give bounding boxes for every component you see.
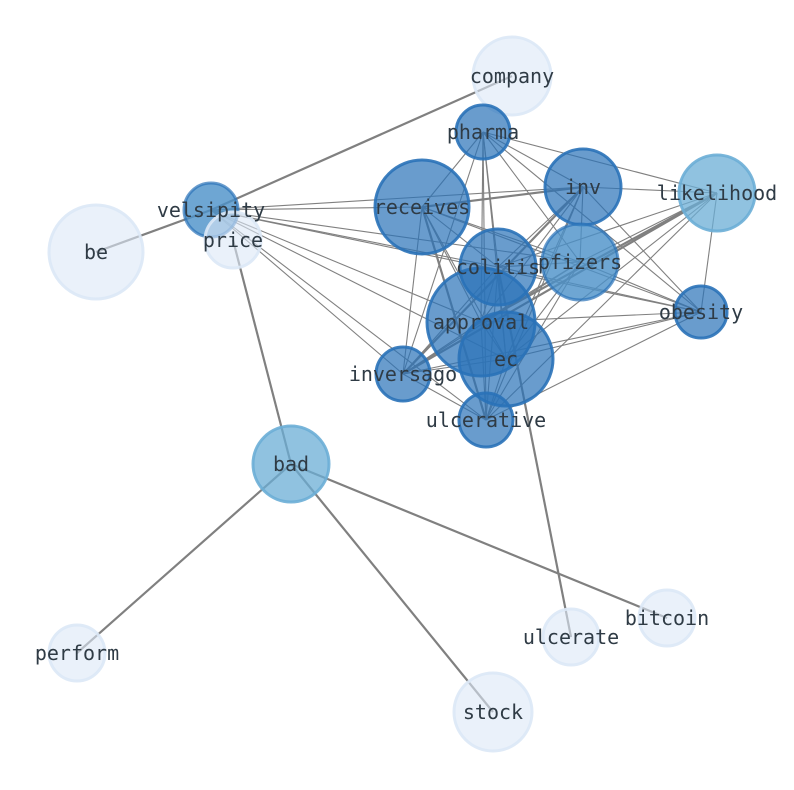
node-label-inversago: inversago bbox=[349, 362, 457, 386]
node-label-price: price bbox=[203, 228, 263, 252]
node-likelihood bbox=[677, 153, 757, 233]
node-label-velsipity: velsipity bbox=[157, 198, 265, 222]
node-label-inv: inv bbox=[565, 175, 601, 199]
nodes-layer bbox=[47, 35, 757, 753]
node-label-obesity: obesity bbox=[659, 300, 743, 324]
node-label-receives: receives bbox=[374, 195, 470, 219]
node-label-ulcerate: ulcerate bbox=[523, 625, 619, 649]
edge-company-velsipity bbox=[210, 74, 513, 212]
edge-bad-bitcoin bbox=[290, 462, 668, 620]
node-label-be: be bbox=[84, 240, 108, 264]
node-label-perform: perform bbox=[35, 641, 119, 665]
node-bitcoin bbox=[637, 588, 697, 648]
node-company bbox=[471, 35, 553, 117]
labels-layer: company pharma inv likelihood receives velsip… bbox=[35, 64, 777, 724]
node-bad bbox=[251, 424, 331, 504]
node-receives bbox=[373, 158, 471, 256]
edge-velsipity-obesity bbox=[210, 209, 702, 313]
node-perform bbox=[47, 623, 107, 683]
node-label-pfizers: pfizers bbox=[538, 250, 622, 274]
node-label-approval: approval bbox=[433, 310, 529, 334]
node-label-bad: bad bbox=[273, 452, 309, 476]
node-price bbox=[203, 210, 263, 270]
node-label-pharma: pharma bbox=[447, 120, 519, 144]
node-label-likelihood: likelihood bbox=[657, 181, 777, 205]
node-pharma bbox=[454, 103, 512, 161]
node-label-company: company bbox=[470, 64, 554, 88]
node-label-bitcoin: bitcoin bbox=[625, 606, 709, 630]
node-pfizers bbox=[540, 222, 620, 302]
node-ulcerate bbox=[541, 607, 601, 667]
node-label-colitis: colitis bbox=[456, 255, 540, 279]
node-obesity bbox=[673, 284, 729, 340]
node-label-ulcerative: ulcerative bbox=[426, 408, 546, 432]
node-label-ec: ec bbox=[494, 347, 518, 371]
node-inversago bbox=[374, 345, 432, 403]
node-be bbox=[47, 203, 145, 301]
node-ulcerative bbox=[457, 391, 515, 449]
node-stock bbox=[452, 671, 534, 753]
edge-bad-perform bbox=[76, 463, 292, 654]
edge-pharma-inversago bbox=[402, 131, 484, 375]
node-label-stock: stock bbox=[463, 700, 523, 724]
edge-bad-stock bbox=[290, 463, 494, 713]
